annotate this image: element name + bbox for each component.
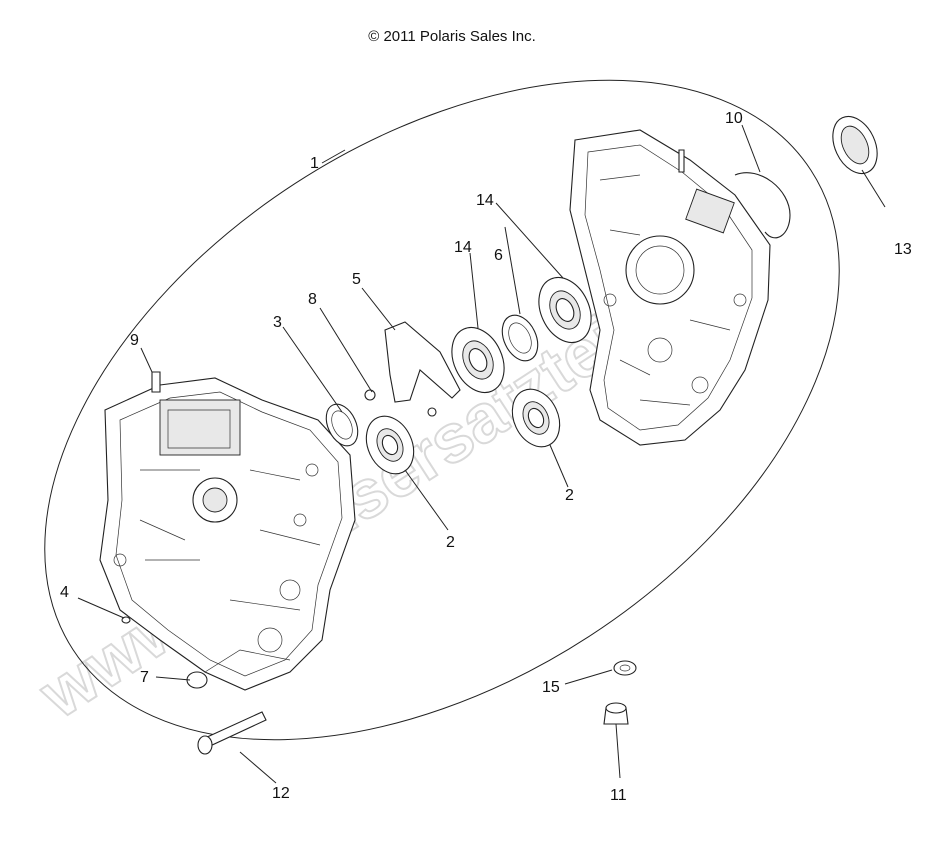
dowel-pin-9: [151, 371, 161, 393]
copyright-notice: © 2011 Polaris Sales Inc.: [368, 28, 536, 45]
callout-4: 4: [60, 584, 69, 601]
bolt-4: [121, 616, 131, 624]
bearing-2-right: [511, 388, 561, 448]
callout-14-right: 14: [476, 192, 494, 209]
callout-1: 1: [310, 155, 319, 172]
washer-15: [613, 660, 637, 676]
callout-9: 9: [130, 332, 139, 349]
oil-seal-13: [832, 115, 878, 175]
callout-14-left: 14: [454, 239, 472, 256]
callout-7: 7: [140, 669, 149, 686]
bracket-plate-5: [384, 321, 461, 403]
right-crankcase-half: [569, 129, 771, 446]
callout-6: 6: [494, 247, 503, 264]
callout-11: 11: [610, 787, 627, 804]
left-crankcase-half: [99, 377, 356, 691]
sleeve-6: [501, 314, 539, 362]
callout-15: 15: [542, 679, 560, 696]
callout-3: 3: [273, 314, 282, 331]
bearing-2-left: [365, 415, 415, 475]
bushing-3: [325, 403, 359, 447]
callout-2-left: 2: [446, 534, 455, 551]
long-bolt-12: [197, 711, 267, 755]
bearing-14-right: [538, 277, 592, 343]
callout-2-right: 2: [565, 487, 574, 504]
callout-10: 10: [725, 110, 743, 127]
callout-12: 12: [272, 785, 290, 802]
callout-13: 13: [894, 241, 912, 258]
drain-plug-11: [603, 702, 629, 725]
retaining-ring-10: [734, 172, 791, 239]
callout-5: 5: [352, 271, 361, 288]
bolt-8: [364, 389, 437, 417]
callout-8: 8: [308, 291, 317, 308]
leader-lines: [77, 124, 886, 784]
bearing-14-left: [451, 327, 505, 393]
